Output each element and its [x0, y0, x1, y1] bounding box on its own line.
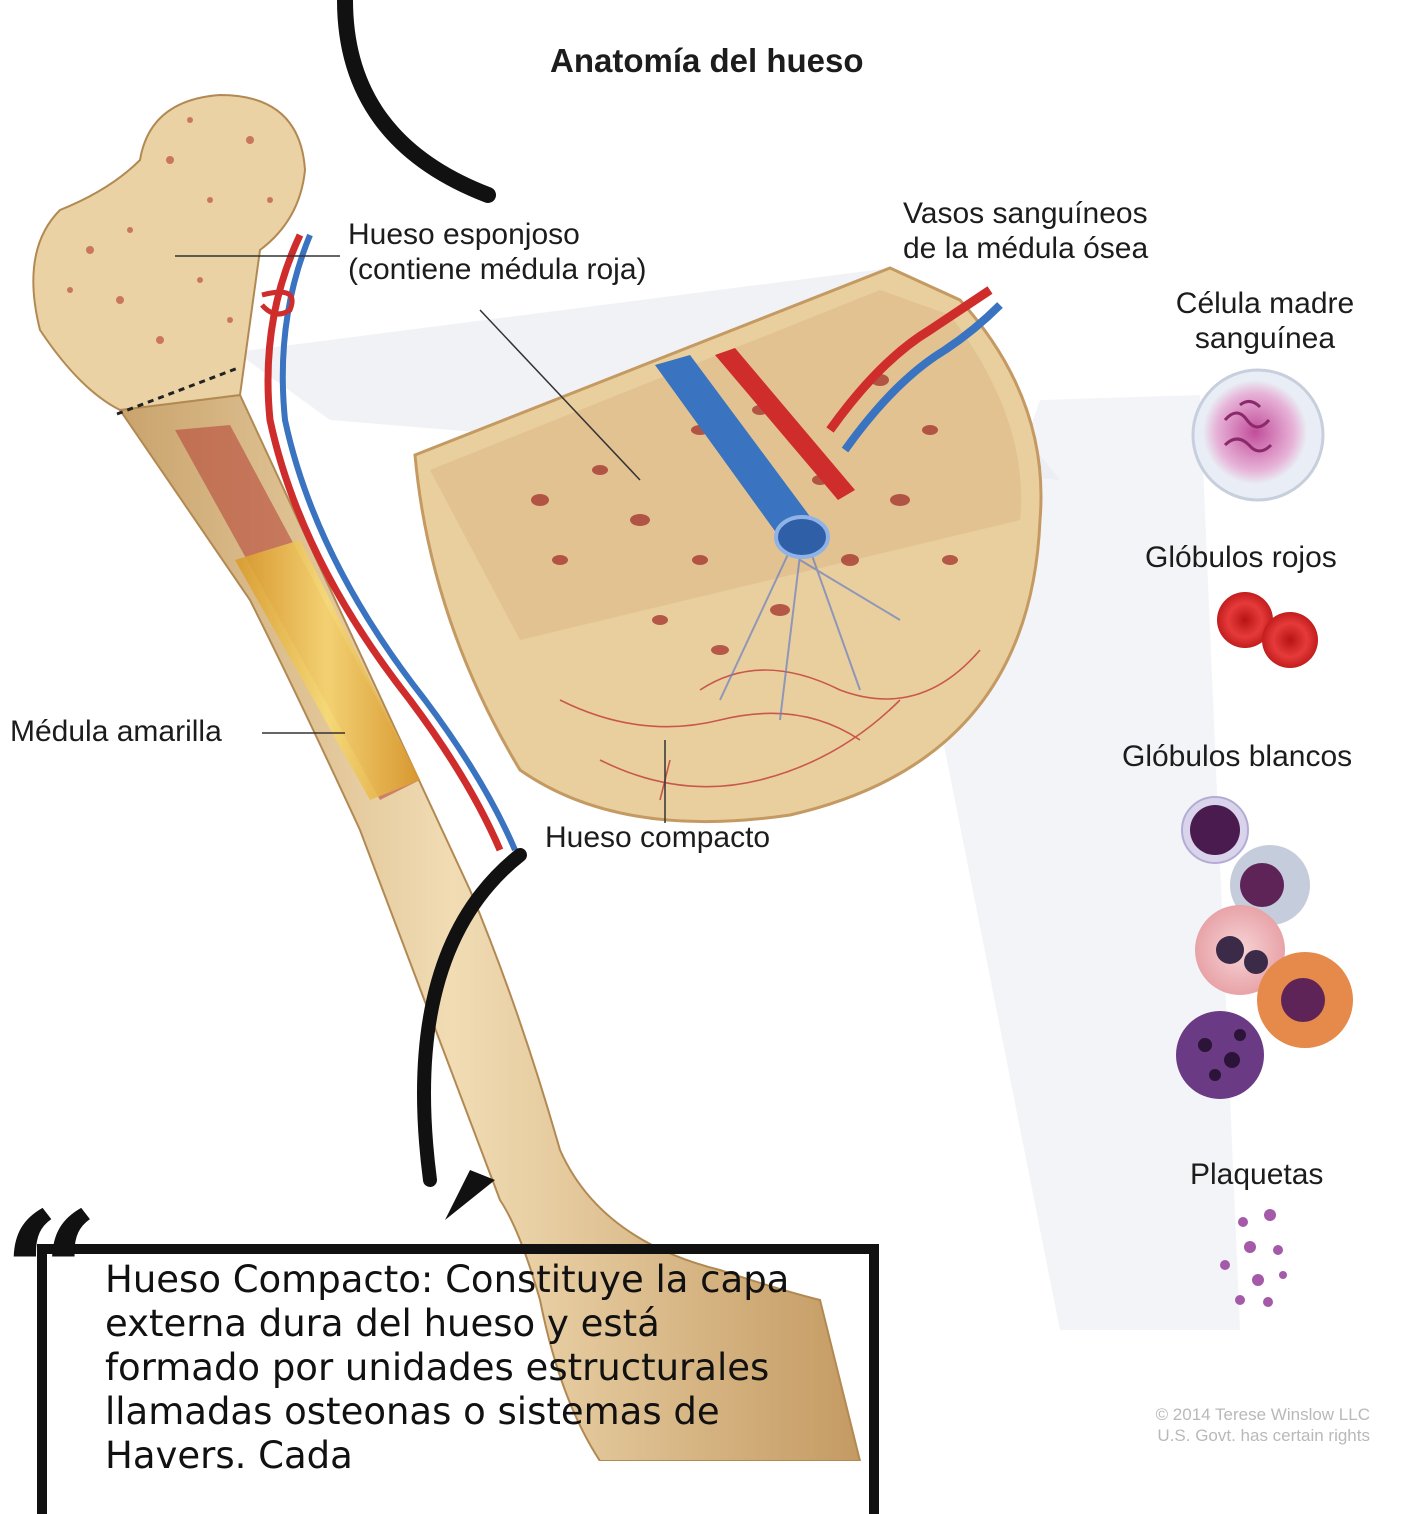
- red-blood-cell-icon-2: [1262, 612, 1318, 668]
- arrow-head: [445, 1170, 495, 1220]
- diagram-title: Anatomía del hueso: [550, 42, 864, 81]
- label-line: de la médula ósea: [903, 231, 1148, 266]
- label-line: (contiene médula roja): [348, 252, 647, 287]
- label-line: Hueso esponjoso: [348, 217, 647, 252]
- label-line: Célula madre: [1160, 286, 1370, 321]
- label-hueso-compacto: Hueso compacto: [545, 820, 770, 855]
- credit-line: © 2014 Terese Winslow LLC: [1100, 1404, 1370, 1425]
- label-hueso-esponjoso: Hueso esponjoso (contiene médula roja): [348, 217, 647, 288]
- label-line: Vasos sanguíneos: [903, 196, 1148, 231]
- label-globulos-blancos: Glóbulos blancos: [1122, 739, 1352, 774]
- curved-arrow-top: [345, 0, 488, 195]
- credit-line: U.S. Govt. has certain rights: [1100, 1425, 1370, 1446]
- white-blood-cell-icon-5: [1176, 1011, 1264, 1099]
- label-plaquetas: Plaquetas: [1190, 1157, 1323, 1192]
- label-vasos-sanguineos: Vasos sanguíneos de la médula ósea: [903, 196, 1148, 267]
- label-globulos-rojos: Glóbulos rojos: [1145, 540, 1337, 575]
- label-line: sanguínea: [1160, 321, 1370, 356]
- quote-text: Hueso Compacto: Constituye la capa exter…: [105, 1258, 805, 1478]
- label-celula-madre: Célula madre sanguínea: [1160, 286, 1370, 357]
- label-medula-amarilla: Médula amarilla: [10, 714, 222, 749]
- quote-mark-icon: “: [2, 1190, 100, 1360]
- copyright-credit: © 2014 Terese Winslow LLC U.S. Govt. has…: [1100, 1404, 1370, 1447]
